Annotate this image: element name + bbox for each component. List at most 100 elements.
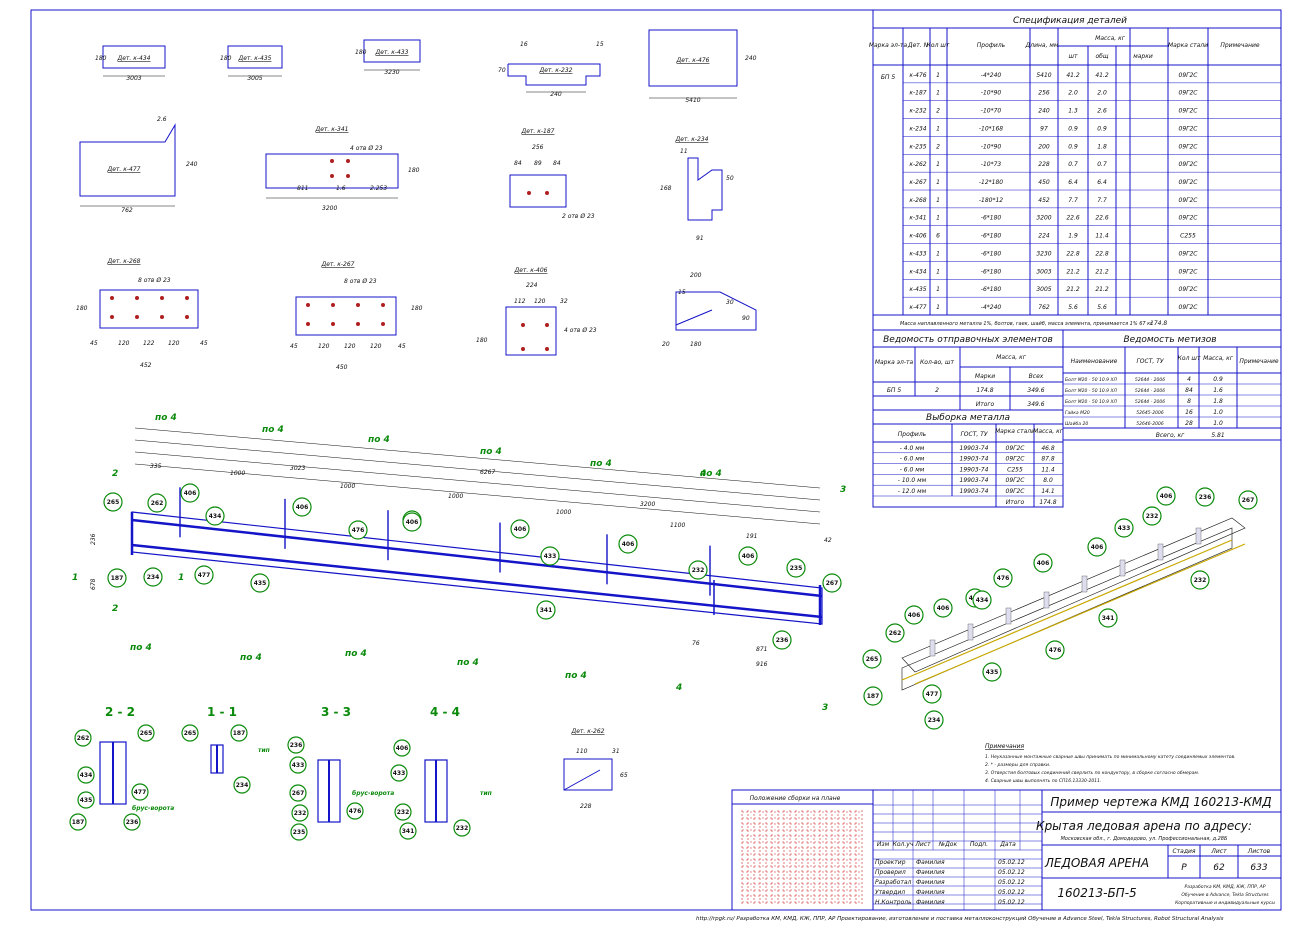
metal-steel: 09Г2С <box>1006 488 1026 495</box>
bolt-hole <box>185 315 189 319</box>
detail-234: Дет. к-234 11 168 50 91 <box>660 136 734 242</box>
detail-268-p3: 122 <box>143 340 155 347</box>
spec-h-length: Длина, мм <box>1025 42 1059 49</box>
detail-262: Дет. к-262 110 31 65 228 <box>563 728 628 810</box>
metal-h-profile: Профиль <box>898 431 927 438</box>
detail-267-v1: 180 <box>411 305 423 312</box>
spec-cell: к-476 <box>909 72 926 79</box>
main-elevation: 3351000302310001000626710001100320019176… <box>72 413 846 713</box>
spec-cell: 200 <box>1038 143 1050 150</box>
section-mark-circle <box>399 822 417 840</box>
ship-mark: БП 5 <box>887 387 902 394</box>
section-mark-circle <box>74 729 92 747</box>
tb-date: 05.02.12 <box>998 879 1025 886</box>
section-mark: 406 <box>396 745 409 752</box>
detail-406: Дет. к-406 224 112 120 32 4 отв Ø 23 180 <box>476 267 597 356</box>
spec-cell: 1 <box>936 179 940 186</box>
iso-mark-circle <box>933 598 953 618</box>
iso-mark-circle <box>1195 487 1215 507</box>
notes: Примечания 1. Неуказанные монтажные свар… <box>985 743 1236 784</box>
spec-cell: к-268 <box>909 197 926 204</box>
spec-cell: 41.2 <box>1066 72 1080 79</box>
fast-qty: 28 <box>1185 420 1193 427</box>
spec-cell: к-232 <box>909 108 926 115</box>
detail-435-h: 180 <box>220 55 232 62</box>
spec-cell: 09Г2С <box>1179 90 1199 97</box>
section-2-2-label: 2 - 2 <box>105 705 135 719</box>
metal-profile: - 10.0 мм <box>898 477 927 484</box>
spec-cell: 6 <box>936 233 940 240</box>
spec-cell: 09Г2С <box>1179 250 1199 257</box>
detail-235: 200 15 30 90 20 180 <box>662 272 757 348</box>
section-mark-circle <box>290 823 308 841</box>
ship-h-qty: Кол-во, шт <box>920 359 954 366</box>
main-dim-bottom: 76 <box>692 640 700 647</box>
detail-434-w: 3003 <box>126 75 141 82</box>
fasteners-title: Ведомость метизов <box>1123 335 1216 345</box>
detail-187-c: 84 <box>553 160 561 167</box>
spec-cell: 1.3 <box>1068 108 1078 115</box>
spec-cell: 6.4 <box>1068 179 1078 186</box>
metal-h-gost: ГОСТ, ТУ <box>960 431 987 438</box>
part-mark-circle <box>738 546 758 566</box>
fast-total-label: Всего, кг <box>1156 432 1185 439</box>
ship-h-mass: Масса, кг <box>996 354 1027 361</box>
detail-341-w: 3200 <box>322 205 337 212</box>
fast-name: Болт М20 - 50 10.9 ХЛ <box>1065 388 1118 394</box>
part-mark-circle <box>250 573 270 593</box>
spec-cell: 09Г2С <box>1179 143 1199 150</box>
main-dim-top: 6267 <box>480 469 495 476</box>
metal-gost: 19903-74 <box>960 477 989 484</box>
cut-label: 3 <box>840 485 846 495</box>
iso-mark-circle <box>1114 518 1134 538</box>
ship-mass-mark: 174.8 <box>976 387 993 394</box>
fast-gost: 52646-2006 <box>1136 421 1164 427</box>
fast-h-mass: Масса, кг <box>1203 355 1234 362</box>
spec-cell: 2 <box>936 143 940 150</box>
section-mark-circle <box>390 764 408 782</box>
section-mark: 234 <box>236 782 249 789</box>
fast-gost: 52644 - 2006 <box>1135 377 1165 383</box>
section-3-3-note: брус-ворота <box>352 790 394 797</box>
tb-name: Фамилия <box>916 899 945 906</box>
spec-cell: -10*90 <box>981 90 1002 97</box>
ship-total-label: Итого <box>976 401 995 408</box>
fast-h-gost: ГОСТ, ТУ <box>1136 358 1163 365</box>
ship-mass-all: 349.6 <box>1027 387 1044 394</box>
tb-sheets-label: Листов <box>1247 848 1271 855</box>
main-dim-bottom: 871 <box>756 646 767 653</box>
section-mark: 232 <box>456 825 469 832</box>
main-side-2: 42 <box>824 537 832 544</box>
tb-role: Проектир <box>875 859 906 866</box>
spec-cell: 0.7 <box>1097 161 1107 168</box>
tb-role: Н.Контроль <box>875 899 912 906</box>
section-1-1-label: 1 - 1 <box>207 705 237 719</box>
main-dim-top: 191 <box>746 533 757 540</box>
iso-mark: 435 <box>986 669 999 676</box>
detail-341-title: Дет. к-341 <box>315 126 349 133</box>
part-mark: 265 <box>107 499 120 506</box>
section-mark: 235 <box>293 829 306 836</box>
spec-cell: 1 <box>936 286 940 293</box>
section-mark: 477 <box>134 789 147 796</box>
ship-h-marks: Марки <box>975 373 995 380</box>
main-side-0: 236 <box>90 533 97 545</box>
cut-label: 2 <box>112 469 118 479</box>
bolt-hole <box>331 322 335 326</box>
iso-mark-circle <box>863 686 883 706</box>
detail-235-d: 90 <box>742 315 750 322</box>
part-mark-circle <box>402 512 422 532</box>
iso-mark: 406 <box>937 605 950 612</box>
part-mark: 434 <box>209 513 222 520</box>
cut-label: 1 <box>178 573 184 583</box>
fast-gost: 52644 - 2006 <box>1135 399 1165 405</box>
iso-mark-circle <box>1190 570 1210 590</box>
iso-stiffener <box>929 639 936 657</box>
detail-268-holes: 8 отв Ø 23 <box>138 277 171 284</box>
notes-line-3: 3. Отверстия болтовых соединений сверлит… <box>985 770 1199 776</box>
bolt-hole <box>331 303 335 307</box>
bolt-hole <box>185 296 189 300</box>
part-mark: 476 <box>352 527 365 534</box>
tb-company3: Корпоративные и индивидуальные курсы <box>1175 900 1275 906</box>
part-mark: 232 <box>692 567 705 574</box>
